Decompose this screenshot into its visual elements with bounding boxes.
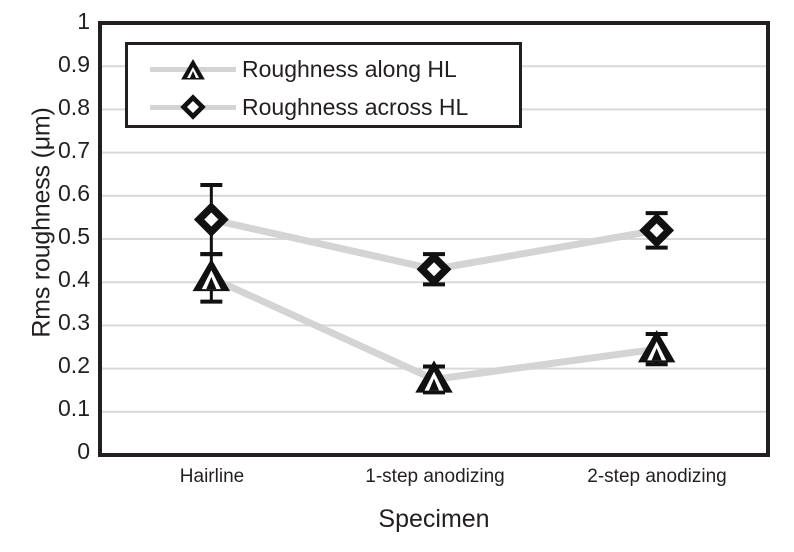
marker-triangle-core — [428, 378, 440, 391]
legend-label: Roughness along HL — [242, 55, 457, 82]
legend-label: Roughness across HL — [242, 93, 469, 120]
data-point-0-1 — [415, 360, 453, 395]
y-tick-label: 0 — [77, 438, 90, 464]
legend-item-roughness-across-hl: Roughness across HL — [128, 88, 519, 126]
y-tick-label: 1 — [77, 8, 90, 34]
y-tick-label: 0.3 — [58, 309, 90, 335]
x-axis-title: Specimen — [378, 505, 490, 533]
marker-diamond-inner — [204, 212, 219, 227]
marker-diamond-inner — [427, 262, 441, 277]
data-point-1-0 — [193, 183, 229, 257]
y-tick-label: 0.2 — [58, 352, 90, 378]
data-point-0-0 — [192, 252, 231, 304]
data-point-1-2 — [639, 211, 675, 250]
x-tick-label-hairline: Hairline — [179, 466, 245, 487]
y-axis-tick-labels: 1 0.9 0.8 0.7 0.6 0.5 0.4 0.3 0.2 0.1 0 — [30, 0, 90, 552]
marker-triangle-core — [651, 348, 662, 361]
legend-marker-triangle-icon — [150, 54, 236, 84]
x-tick-label-1-step-anodizing: 1-step anodizing — [365, 466, 505, 487]
data-point-0-2 — [637, 330, 676, 367]
y-tick-label: 0.1 — [58, 395, 90, 421]
y-tick-label: 0.6 — [58, 180, 90, 206]
data-point-1-1 — [416, 251, 452, 287]
legend: Roughness along HL Roughness across HL — [125, 42, 522, 128]
y-tick-label: 0.4 — [58, 266, 90, 292]
marker-triangle-core — [206, 277, 217, 290]
legend-marker-diamond-icon — [150, 92, 236, 122]
legend-item-roughness-along-hl: Roughness along HL — [128, 50, 519, 88]
y-tick-label: 0.8 — [58, 94, 90, 120]
y-tick-label: 0.7 — [58, 137, 90, 163]
x-tick-label-2-step-anodizing: 2-step anodizing — [587, 466, 727, 487]
marker-diamond-inner — [649, 223, 664, 238]
y-tick-label: 0.5 — [58, 223, 90, 249]
plot-frame — [98, 21, 770, 457]
y-tick-label: 0.9 — [58, 51, 90, 77]
